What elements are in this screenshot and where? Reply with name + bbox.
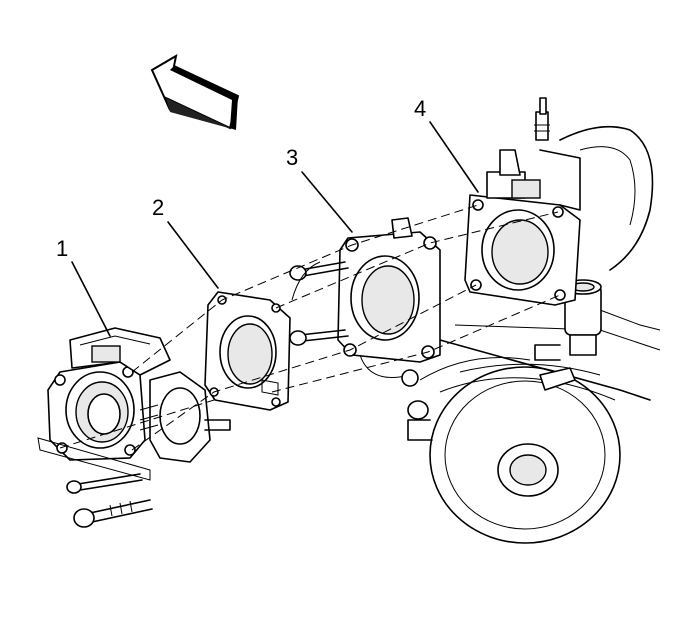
callout-1: 1 xyxy=(56,236,69,261)
callout-4: 4 xyxy=(414,96,427,121)
callout-2: 2 xyxy=(152,195,165,220)
alignment-lines xyxy=(59,204,561,451)
part-3-throttle-adapter xyxy=(289,217,441,387)
part-2-gasket xyxy=(204,291,291,411)
part-4-intake-flange xyxy=(464,97,581,306)
engine-pulley xyxy=(407,363,621,544)
direction-arrow xyxy=(150,54,240,130)
callout-leaders xyxy=(71,121,479,337)
callout-3: 3 xyxy=(286,145,299,170)
mounting-bolts xyxy=(66,473,153,528)
part-1-throttle-body xyxy=(37,327,231,481)
